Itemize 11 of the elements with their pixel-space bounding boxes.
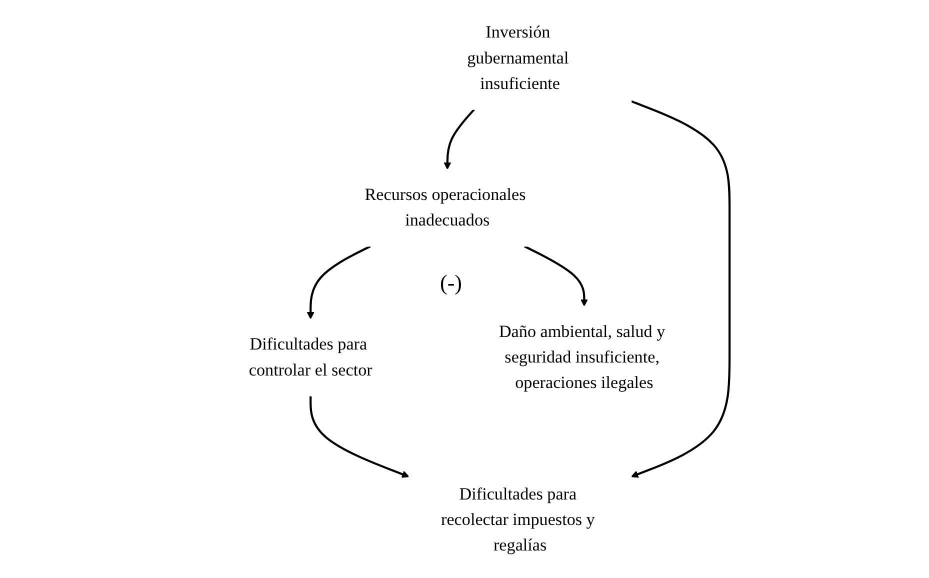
arrow: [524, 245, 588, 306]
arrow: [630, 100, 731, 478]
node-text: Inversión gubernamental insuficiente: [467, 23, 569, 94]
arrow: [310, 396, 410, 478]
arrow: [306, 245, 371, 320]
node-text: Dificultades para recolectar impuestos y regalías: [441, 484, 595, 555]
node-text: Recursos operacionales inadecuados: [364, 186, 526, 230]
polarity-sign: (-): [440, 270, 462, 295]
node-text: Daño ambiental, salud y seguridad insuficiente, operaciones ilegales: [498, 322, 666, 392]
node-text: Dificultades para controlar el sector: [248, 335, 372, 380]
arrow: [444, 108, 475, 170]
